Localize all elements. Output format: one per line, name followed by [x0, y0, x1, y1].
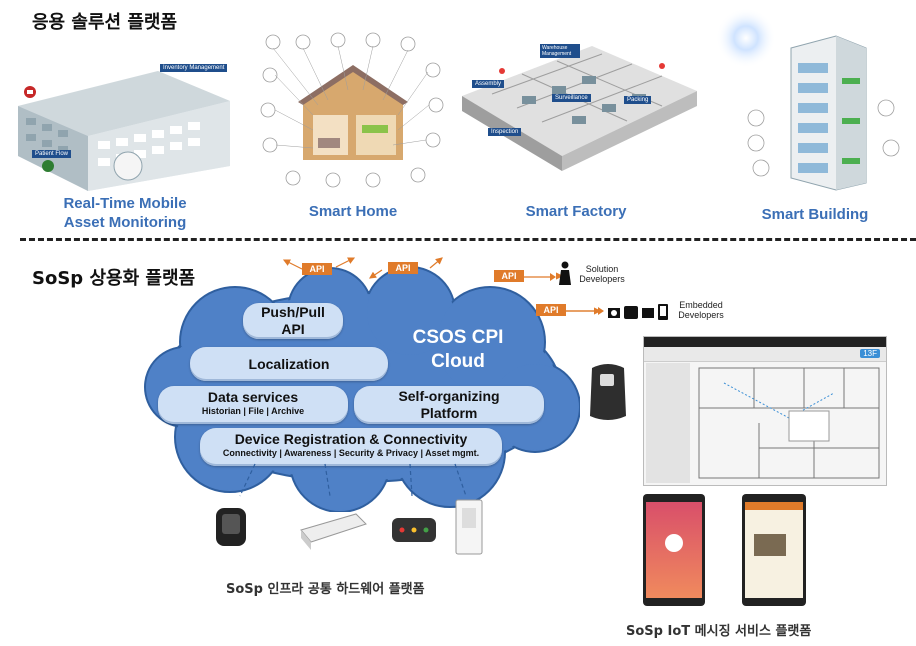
floor-map-screen: 13F	[643, 336, 887, 486]
gateway-device	[590, 364, 626, 420]
self-org-line2: Platform	[420, 405, 478, 421]
api-arrow-solution	[524, 273, 556, 281]
messaging-platform-caption: SoSp IoT 메시징 서비스 플랫폼	[626, 624, 812, 639]
inventory-management-tag: Inventory Management	[160, 64, 228, 72]
phone-2	[742, 494, 806, 606]
caption-smart-home: Smart Home	[308, 203, 398, 220]
caption-smart-building: Smart Building	[761, 206, 869, 223]
caption-asset-monitoring-line2: Asset Monitoring	[63, 214, 187, 231]
embedded-developers-line2: Developers	[678, 310, 724, 320]
push-pull-line1: Push/Pull	[261, 304, 325, 320]
smart-home-illustration	[260, 32, 444, 188]
bottom-section-title: SoSp 상용화 플랫폼	[32, 268, 196, 289]
device-reg-sub: Connectivity | Awareness | Security & Pr…	[222, 448, 480, 458]
push-pull-api-pill: Push/Pull API	[243, 303, 343, 339]
floor-plan	[698, 367, 880, 479]
caption-asset-monitoring: Real-Time Mobile Asset Monitoring	[30, 194, 220, 232]
embedded-developers-label: Embedded Developers	[670, 300, 732, 320]
device-reg-label: Device Registration & Connectivity	[234, 431, 468, 447]
embedded-developers-line1: Embedded	[679, 300, 723, 310]
localization-pill: Localization	[190, 347, 388, 381]
push-pull-line2: API	[281, 321, 305, 337]
api-badge-3: API	[494, 270, 524, 282]
packing-tag: Packing	[624, 96, 652, 104]
data-services-label: Data services	[207, 389, 299, 405]
hardware-platform-caption: SoSp 인프라 공통 하드웨어 플랫폼	[226, 582, 425, 597]
solution-developers-line2: Developers	[579, 274, 625, 284]
hardware-devices	[216, 499, 483, 555]
cloud-title-line2: Cloud	[431, 351, 485, 372]
cloud-title-line1: CSOS CPI	[412, 327, 504, 348]
device-connectors	[239, 463, 467, 497]
api-badge-2: API	[388, 262, 418, 274]
inspection-tag: Inspection	[488, 128, 522, 136]
api-arrow-embedded	[566, 307, 604, 315]
self-organizing-pill: Self-organizing Platform	[354, 386, 544, 424]
patient-flow-tag: Patient Flow	[32, 150, 72, 158]
api-badge-1: API	[302, 263, 332, 275]
top-section-title: 응용 솔루션 플랫폼	[32, 12, 178, 33]
floor-badge: 13F	[860, 349, 880, 358]
device-registration-pill: Device Registration & Connectivity Conne…	[200, 428, 502, 466]
caption-asset-monitoring-line1: Real-Time Mobile	[63, 195, 187, 212]
solution-developers-line1: Solution	[585, 264, 619, 274]
hospital-illustration	[18, 71, 230, 191]
phone-1	[643, 494, 705, 606]
embedded-devices-icon	[608, 304, 668, 320]
smart-building-illustration	[716, 8, 900, 191]
cloud-title: CSOS CPI Cloud	[400, 326, 516, 374]
localization-label: Localization	[248, 356, 330, 372]
surveillance-tag: Surveillance	[552, 94, 591, 102]
data-services-pill: Data services Historian | File | Archive	[158, 386, 348, 424]
warehouse-management-tag: Warehouse Management	[540, 44, 580, 58]
data-services-sub: Historian | File | Archive	[201, 406, 305, 416]
self-org-line1: Self-organizing	[398, 388, 500, 404]
smart-factory-illustration	[462, 46, 697, 171]
section-divider	[20, 238, 916, 241]
person-icon	[559, 261, 571, 285]
solution-developers-label: Solution Developers	[576, 264, 628, 284]
assembly-tag: Assembly	[472, 80, 505, 88]
api-arrows	[282, 257, 600, 315]
caption-smart-factory: Smart Factory	[525, 203, 627, 220]
api-badge-4: API	[536, 304, 566, 316]
